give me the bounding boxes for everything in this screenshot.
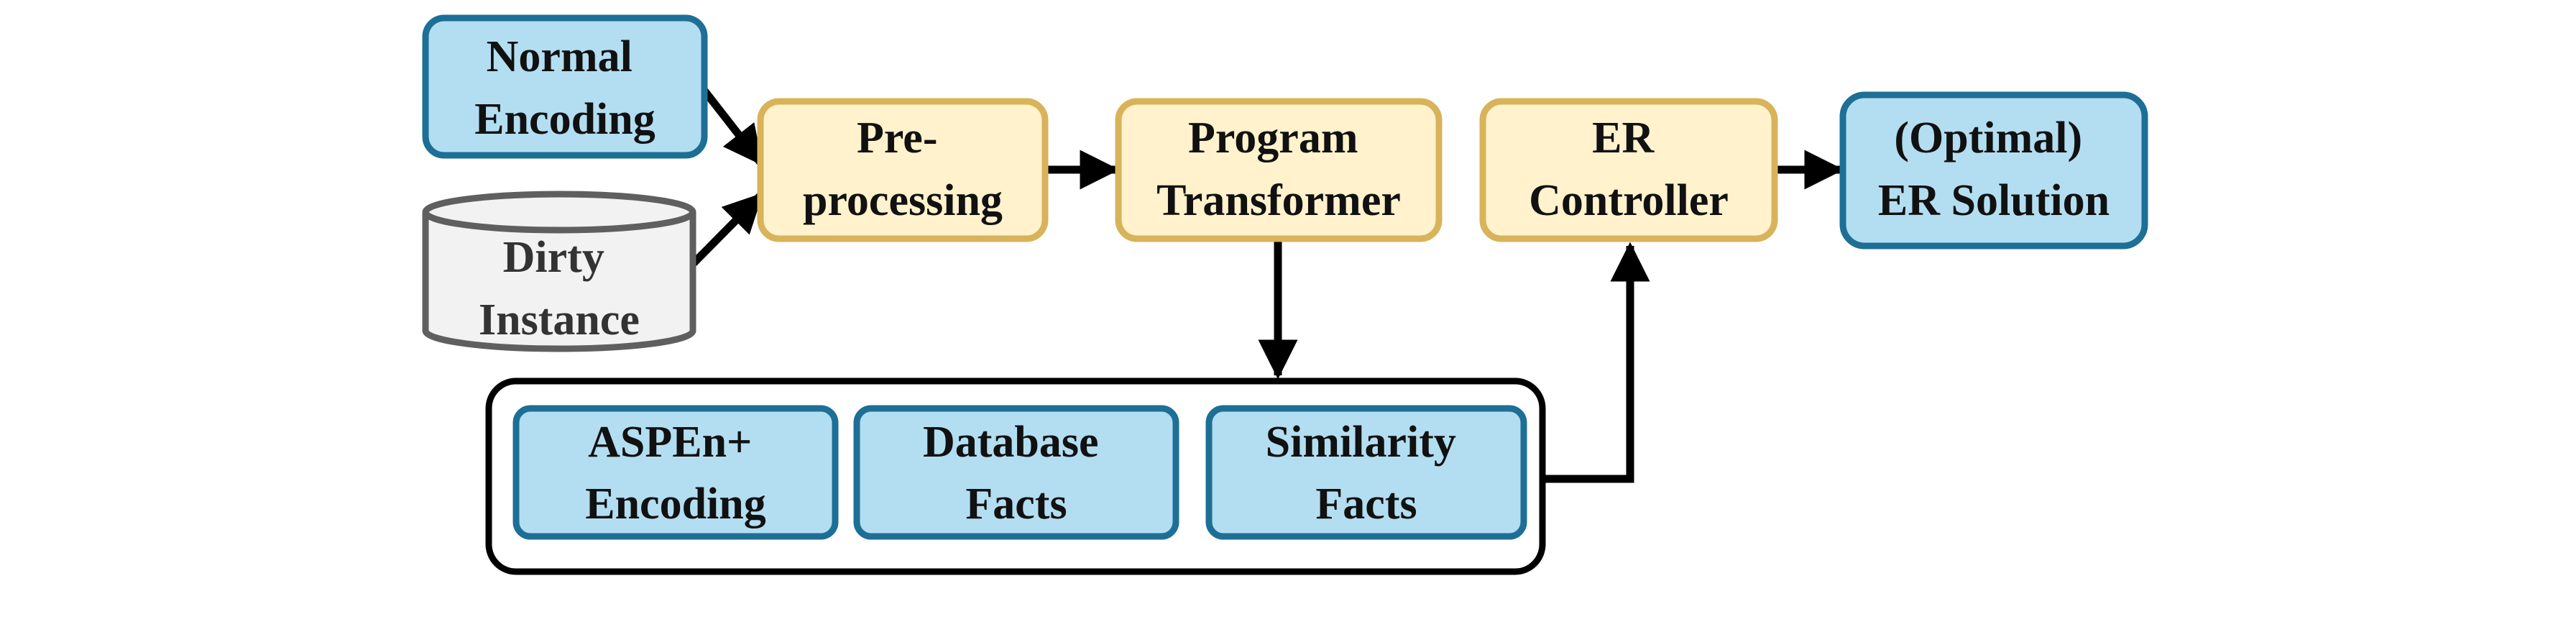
preprocessing-box: [757, 98, 1049, 242]
aspen-encoding-label: ASPEn+ Encoding: [585, 418, 766, 528]
dirty-instance-label: Dirty Instance: [479, 233, 640, 344]
facts-group: ASPEn+ Encoding Database Facts Similarit…: [485, 377, 1546, 575]
preprocessing-label: Pre- processing: [803, 114, 1003, 225]
er-solution-box: [1839, 91, 2148, 250]
er-controller-box: [1479, 98, 1778, 242]
node-er-solution: (Optimal) ER Solution: [1839, 91, 2148, 250]
node-similarity-facts: Similarity Facts: [1205, 405, 1527, 540]
database-facts-label: Database Facts: [923, 418, 1110, 528]
database-facts-box: [853, 405, 1179, 540]
aspen-encoding-box: [512, 405, 839, 540]
node-dirty-instance: Dirty Instance: [422, 191, 696, 352]
similarity-facts-label: Similarity Facts: [1266, 418, 1468, 528]
arrow-dirty-to-preprocessing: [691, 193, 763, 266]
node-database-facts: Database Facts: [853, 405, 1179, 540]
arrow-facts-to-controller: [1544, 242, 1650, 483]
dirty-instance-cylinder-top: [422, 191, 696, 234]
connectors: [691, 88, 1844, 483]
normal-encoding-box: [422, 14, 708, 159]
similarity-facts-box: [1205, 405, 1527, 540]
node-normal-encoding: Normal Encoding: [422, 14, 708, 159]
arrow-normal-to-preprocessing: [701, 88, 764, 166]
er-solution-label: (Optimal) ER Solution: [1878, 114, 2110, 225]
node-program-transformer: Program Transformer: [1115, 98, 1443, 242]
program-transformer-box: [1115, 98, 1443, 242]
node-preprocessing: Pre- processing: [757, 98, 1049, 242]
node-er-controller: ER Controller: [1479, 98, 1778, 242]
er-controller-label: ER Controller: [1529, 114, 1729, 225]
dirty-instance-cylinder: [422, 212, 696, 352]
normal-encoding-label: Normal Encoding: [474, 32, 656, 144]
node-aspen-encoding: ASPEn+ Encoding: [512, 405, 839, 540]
program-transformer-label: Program Transformer: [1156, 114, 1401, 225]
